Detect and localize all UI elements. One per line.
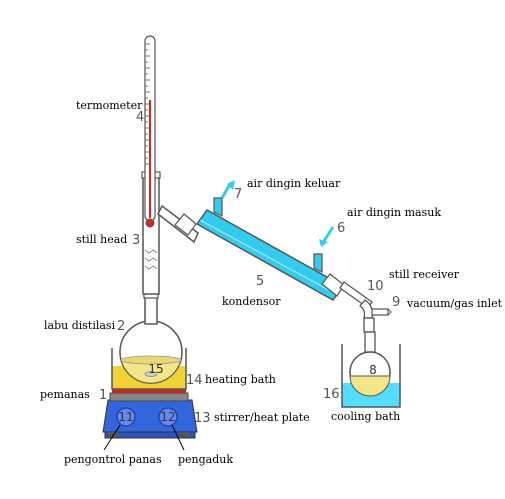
number-9: 9 [392,295,400,310]
heat-control-knob: 11 [116,407,136,427]
number-2: 2 [117,319,125,334]
number-12: 12 [160,410,175,424]
label-water-in: air dingin masuk [347,206,441,219]
number-13: 13 [194,411,211,426]
label-heat-control: pengontrol panas [64,453,162,466]
number-16: 16 [323,387,340,402]
label-flask: labu distilasi [44,319,116,332]
thermometer [144,35,156,228]
water-inlet-nozzle [313,253,323,273]
hot-plate-top [109,392,189,402]
distillation-flask: 15 [119,291,183,384]
water-out-arrow-icon [220,180,235,199]
label-stirrer-plate: stirrer/heat plate [214,411,310,424]
leader-stirrer [171,424,185,451]
number-6: 6 [337,221,345,236]
water-in-arrow-icon [319,226,335,247]
label-heating-bath: heating bath [205,373,276,386]
stirrer-knob: 12 [158,407,178,427]
number-7: 7 [234,187,242,202]
label-stirrer: pengaduk [178,453,233,466]
label-water-out: air dingin keluar [247,177,341,190]
label-still-head: still head [76,233,127,246]
number-5: 5 [256,274,264,289]
number-15: 15 [148,362,163,376]
label-cooling-bath: cooling bath [331,410,400,423]
hot-plate-element [112,389,186,393]
number-14: 14 [186,373,203,388]
number-8: 8 [369,363,377,377]
water-outlet-nozzle [213,197,223,217]
label-vacuum-inlet: vacuum/gas inlet [406,297,503,310]
ground-glass-joint [174,213,197,236]
number-1: 1 [99,388,107,403]
number-4: 4 [136,110,144,125]
label-receiver: still receiver [389,268,460,281]
label-thermometer: termometer [76,99,143,112]
number-10: 10 [367,279,384,294]
label-condenser: kondensor [222,295,281,308]
label-heater: pemanas [40,388,90,401]
number-3: 3 [132,233,140,248]
number-11: 11 [118,410,133,424]
condenser [195,197,345,301]
leader-heat-control [103,424,121,451]
receiver-flask: 8 [349,331,391,397]
